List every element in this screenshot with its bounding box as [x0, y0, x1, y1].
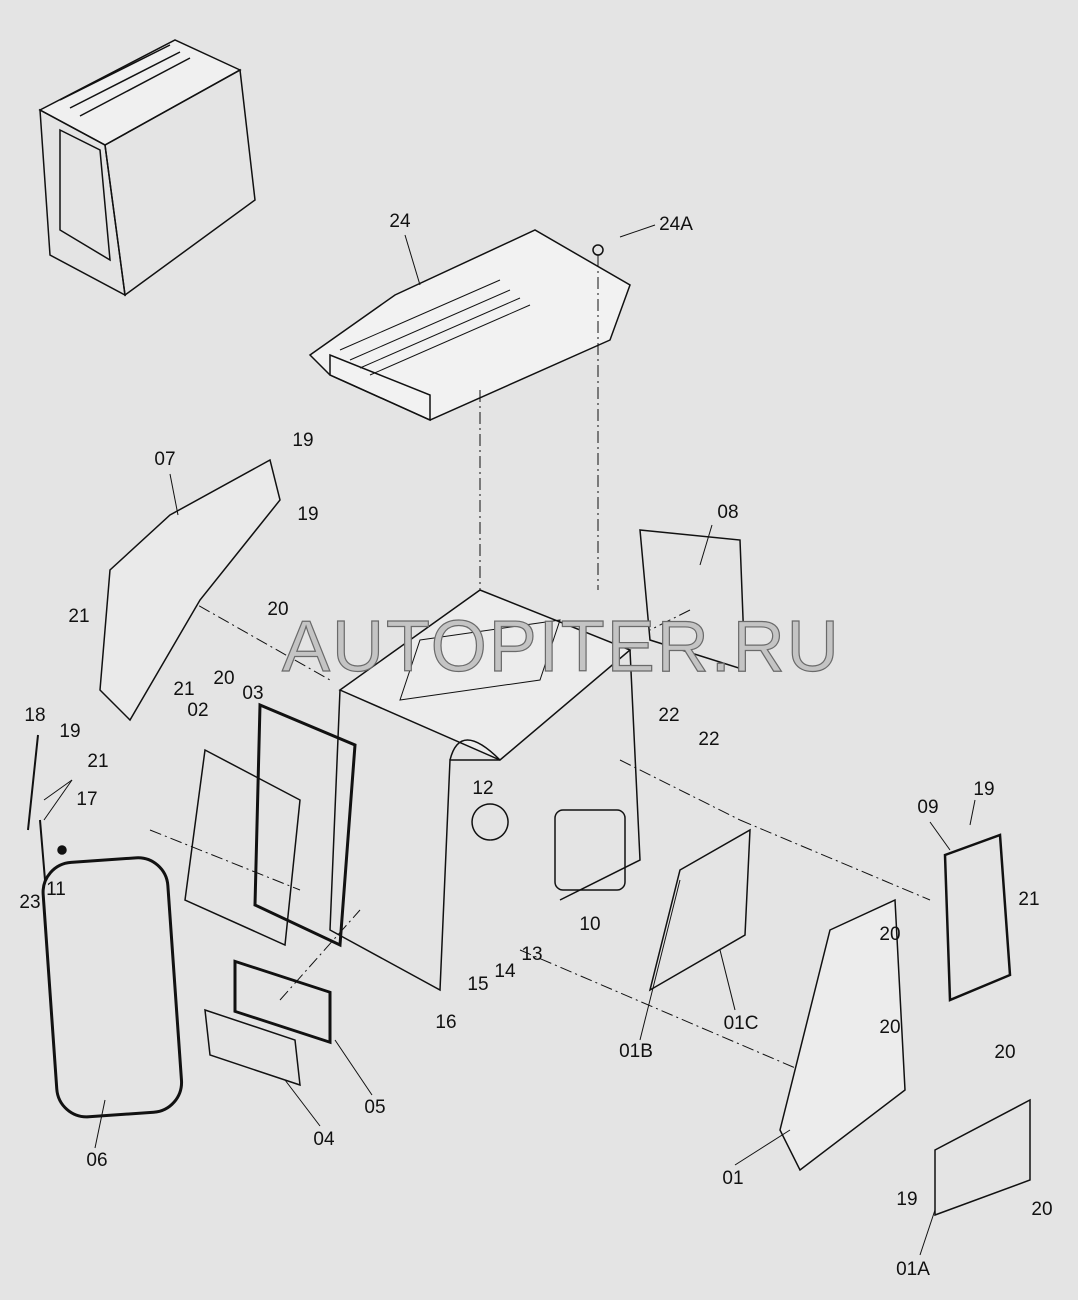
- cab-overview-thumbnail: [38, 39, 256, 297]
- side-glass-07: [99, 458, 281, 722]
- callout-06: 06: [86, 1150, 108, 1171]
- callout-03: 03: [242, 683, 264, 704]
- callout-01b: 01B: [619, 1041, 653, 1062]
- callout-19: 19: [292, 430, 314, 451]
- washer-nozzle-11: [57, 845, 67, 855]
- callout-07: 07: [154, 449, 176, 470]
- seal-05: [233, 959, 332, 1045]
- rear-glass-08: [639, 529, 746, 672]
- callout-12: 12: [472, 778, 494, 799]
- callout-10: 10: [579, 914, 601, 935]
- callout-20: 20: [879, 924, 901, 945]
- windshield-06: [41, 856, 184, 1119]
- front-lower-glass-02: [184, 748, 301, 947]
- door-glass-01A: [934, 1098, 1031, 1217]
- callout-02: 02: [187, 700, 209, 721]
- callout-19: 19: [59, 721, 81, 742]
- callout-21: 21: [87, 751, 109, 772]
- door-glass-01B-01C: [648, 828, 751, 992]
- callout-22: 22: [658, 705, 680, 726]
- callout-17: 17: [76, 789, 98, 810]
- callout-19: 19: [896, 1189, 918, 1210]
- callout-24a: 24A: [659, 214, 693, 235]
- callout-05: 05: [364, 1097, 386, 1118]
- callout-20: 20: [213, 668, 235, 689]
- cab-frame: [329, 589, 641, 992]
- callout-16: 16: [435, 1012, 457, 1033]
- roof-panel: [308, 229, 631, 422]
- lower-glass-04: [204, 1008, 301, 1087]
- callout-20: 20: [879, 1017, 901, 1038]
- callout-04: 04: [313, 1129, 335, 1150]
- callout-20: 20: [994, 1042, 1016, 1063]
- callout-01c: 01C: [723, 1013, 759, 1034]
- callout-24: 24: [389, 211, 411, 232]
- door-glass-09: [943, 833, 1012, 1002]
- door-01: [779, 898, 906, 1172]
- callout-20: 20: [267, 599, 289, 620]
- callout-23: 23: [19, 892, 41, 913]
- wiper-18: [27, 734, 46, 881]
- callout-19: 19: [973, 779, 995, 800]
- leader-lines: [149, 255, 931, 1071]
- callout-15: 15: [467, 974, 489, 995]
- callout-20: 20: [1031, 1199, 1053, 1220]
- callout-01: 01: [722, 1168, 744, 1189]
- callout-18: 18: [24, 705, 46, 726]
- callout-19: 19: [297, 504, 319, 525]
- label-leaders: [43, 224, 976, 1256]
- callout-09: 09: [917, 797, 939, 818]
- callout-21: 21: [173, 679, 195, 700]
- callout-13: 13: [521, 944, 543, 965]
- callout-21: 21: [1018, 889, 1040, 910]
- callout-01a: 01A: [896, 1259, 930, 1280]
- callout-11: 11: [46, 879, 66, 900]
- callout-14: 14: [494, 961, 516, 982]
- callout-22: 22: [698, 729, 720, 750]
- callout-08: 08: [717, 502, 739, 523]
- watermark: AUTOPITER.RU: [281, 606, 841, 687]
- callout-21: 21: [68, 606, 90, 627]
- seal-03: [253, 702, 357, 948]
